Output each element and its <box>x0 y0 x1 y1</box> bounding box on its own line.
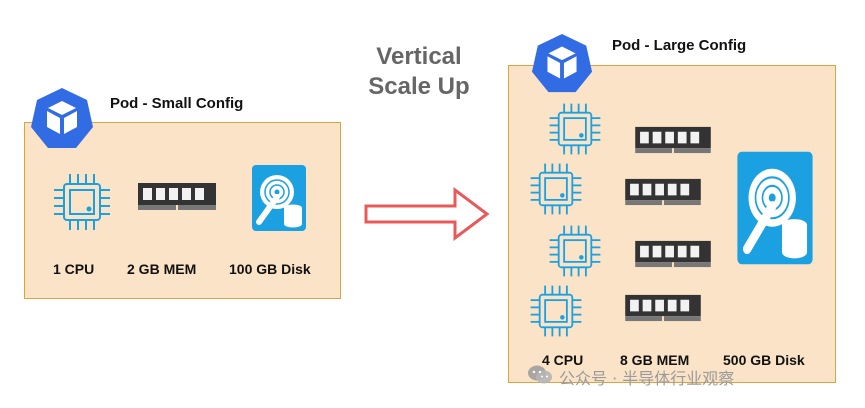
large-mem-label: 8 GB MEM <box>620 352 690 368</box>
hard-disk-icon <box>252 165 306 231</box>
small-pod-title: Pod - Small Config <box>110 95 244 112</box>
cpu-chip-icon <box>530 163 582 215</box>
memory-module-icon <box>635 240 711 268</box>
caption-line-1: Vertical <box>376 43 462 70</box>
memory-module-icon <box>138 183 216 210</box>
memory-module-icon <box>625 294 701 322</box>
large-disk-label: 500 GB Disk <box>723 352 805 368</box>
vertical-scale-up-caption: Vertical Scale Up <box>354 42 484 102</box>
large-cpu-label: 4 CPU <box>542 352 584 368</box>
hard-disk-icon <box>737 151 813 265</box>
small-disk-label: 100 GB Disk <box>229 261 311 277</box>
small-cpu-label: 1 CPU <box>53 261 95 277</box>
right-arrow-icon <box>364 187 490 241</box>
large-pod-title: Pod - Large Config <box>612 37 747 54</box>
wechat-icon <box>528 365 552 384</box>
kubernetes-pod-icon <box>31 88 93 148</box>
memory-module-icon <box>625 178 701 206</box>
cpu-chip-icon <box>549 225 601 277</box>
watermark-text: 公众号 · 半导体行业观察 <box>559 369 735 388</box>
cpu-chip-icon <box>549 103 601 155</box>
kubernetes-pod-icon <box>531 33 593 93</box>
memory-module-icon <box>635 126 711 154</box>
caption-line-2: Scale Up <box>368 73 470 100</box>
cpu-chip-icon <box>54 174 110 230</box>
cpu-chip-icon <box>530 285 582 337</box>
small-mem-label: 2 GB MEM <box>127 261 197 277</box>
